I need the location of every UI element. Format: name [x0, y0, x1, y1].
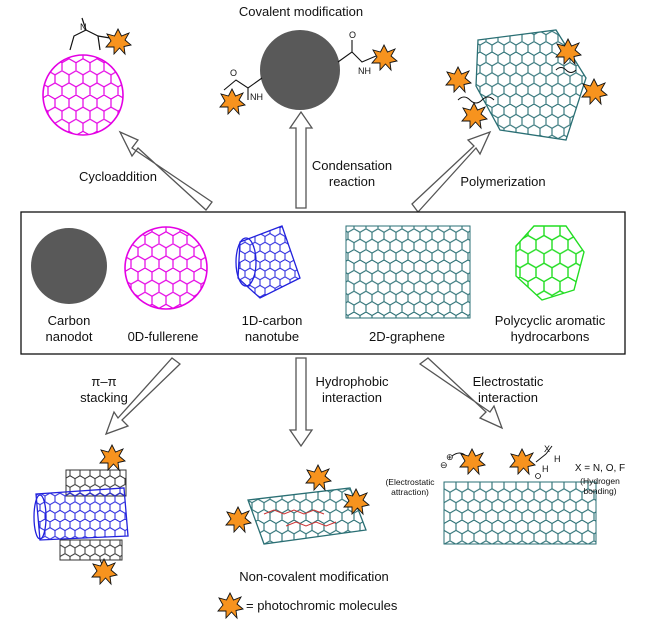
minus-charge: ⊖	[440, 460, 448, 470]
carbon-nanodot-shape	[31, 228, 107, 304]
h-atom-label-2: H	[542, 464, 549, 474]
plus-charge: ⊕	[446, 452, 454, 462]
fullerene-cycloadduct: N	[42, 17, 132, 136]
photochromic-star-icon	[371, 44, 398, 71]
h-atom-label-1: H	[554, 454, 561, 464]
modified-nanodot	[260, 30, 340, 110]
pah-shape	[515, 225, 585, 301]
hydrogen-bonding-label-line1: (Hydrogen	[580, 476, 620, 486]
arrow-condensation	[288, 110, 314, 209]
condensation-label-line2: reaction	[329, 174, 375, 189]
pi-stacking-label-line1: π–π	[91, 374, 116, 389]
pah-label-line1: Polycyclic aromatic	[495, 313, 606, 328]
nanotube-shape	[235, 225, 301, 299]
arrow-electrostatic	[418, 357, 504, 430]
graphene-label: 2D-graphene	[369, 329, 445, 344]
legend-label: = photochromic molecules	[246, 598, 398, 613]
arrow-polymerization	[411, 130, 492, 214]
fullerene-label: 0D-fullerene	[128, 329, 199, 344]
photochromic-star-icon	[99, 444, 126, 471]
oxygen-label-left: O	[230, 68, 237, 78]
nh-label-right: NH	[358, 66, 371, 76]
fullerene-shape	[124, 226, 208, 310]
hydrophobic-label-line2: interaction	[322, 390, 382, 405]
nanotube-label-line2: nanotube	[245, 329, 299, 344]
photochromic-star-icon	[305, 464, 332, 491]
hydrophobic-label-line1: Hydrophobic	[316, 374, 389, 389]
condensation-label-line1: Condensation	[312, 158, 392, 173]
pah-label-line2: hydrocarbons	[511, 329, 590, 344]
legend-star-icon	[217, 592, 244, 619]
arrow-cycloaddition	[118, 130, 213, 211]
pi-stacking-label-line2: stacking	[80, 390, 128, 405]
graphene-electrostatic: ⊖ ⊕ X H H	[440, 444, 597, 545]
photochromic-star-icon	[461, 102, 488, 129]
carbon-nanodot-label-line1: Carbon	[48, 313, 91, 328]
photochromic-star-icon	[219, 88, 246, 115]
arrow-hydrophobic	[288, 357, 314, 448]
cycloaddition-label: Cycloaddition	[79, 169, 157, 184]
non-covalent-title: Non-covalent modification	[239, 569, 389, 584]
electrostatic-label-line2: interaction	[478, 390, 538, 405]
graphene-polymer	[445, 29, 608, 141]
carbon-nanodot-label-line2: nanodot	[46, 329, 93, 344]
photochromic-star-icon	[225, 506, 252, 533]
photochromic-star-icon	[581, 78, 608, 105]
arrow-pi-stacking	[104, 357, 182, 436]
x-atom-label: X	[544, 444, 550, 454]
covalent-title: Covalent modification	[239, 4, 363, 19]
photochromic-star-icon	[91, 558, 118, 585]
nanotube-label-line1: 1D-carbon	[242, 313, 303, 328]
electrostatic-label-line1: Electrostatic	[473, 374, 544, 389]
electrostatic-attraction-label-line1: (Electrostatic	[385, 477, 435, 487]
x-equals-label: X = N, O, F	[575, 463, 625, 474]
photochromic-star-icon	[445, 66, 472, 93]
nanotube-pi-stacked	[33, 444, 129, 585]
photochromic-star-icon	[459, 448, 486, 475]
oxygen-label-right: O	[349, 30, 356, 40]
nanodot-amide: O NH O NH	[219, 30, 398, 115]
photochromic-star-icon	[105, 28, 132, 55]
graphene-shape	[345, 225, 471, 319]
photochromic-star-icon	[509, 448, 536, 475]
polymerization-label: Polymerization	[460, 174, 545, 189]
nh-label-left: NH	[250, 92, 263, 102]
n-atom-label: N	[80, 22, 87, 32]
hydrogen-bonding-label-line2: bonding)	[583, 486, 616, 496]
graphene-hydrophobic	[225, 464, 370, 545]
electrostatic-attraction-label-line2: attraction)	[391, 487, 429, 497]
